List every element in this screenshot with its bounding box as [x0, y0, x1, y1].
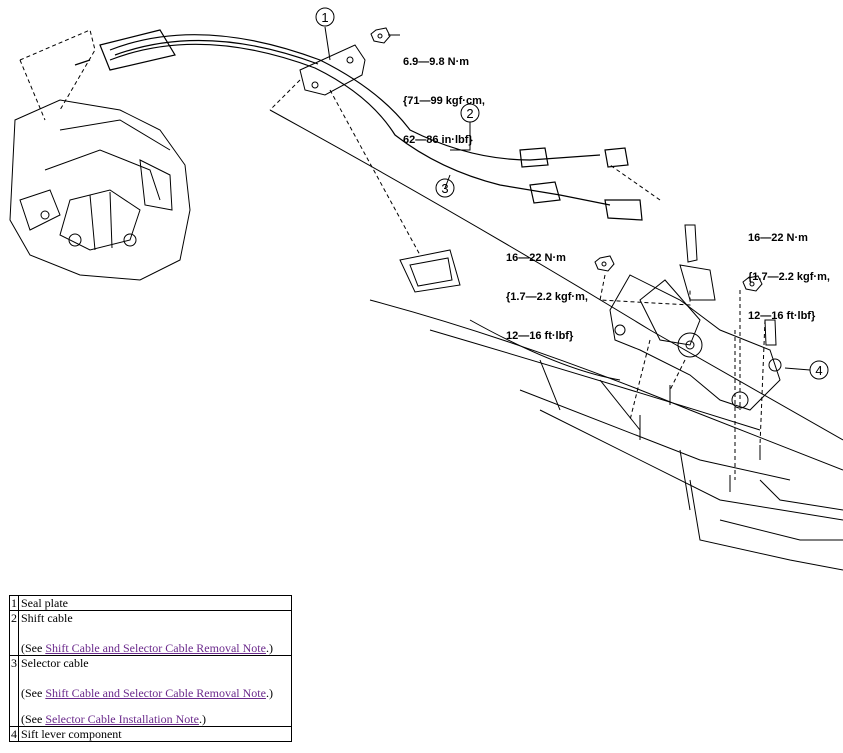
torque-spec-seal-plate: 6.9—9.8 N·m {71—99 kgf·cm, 62—86 in·lbf} — [403, 56, 485, 146]
callout-3: 3 — [441, 181, 448, 196]
floor-tunnel — [269, 109, 843, 571]
part-number: 1 — [9, 595, 19, 611]
cables — [74, 29, 643, 221]
reference-note: (See Shift Cable and Selector Cable Remo… — [21, 686, 273, 700]
part-name: Seal plate — [18, 595, 292, 611]
removal-note-link[interactable]: Shift Cable and Selector Cable Removal N… — [45, 686, 266, 700]
table-row: 4 Sift lever component — [9, 726, 292, 742]
part-number: 2 — [9, 610, 19, 656]
parts-table: 1 Seal plate 2 Shift cable (See Shift Ca… — [9, 595, 292, 742]
torque-spec-right-nut: 16—22 N·m {1.7—2.2 kgf·m, 12—16 ft·lbf} — [748, 232, 830, 322]
table-row: 2 Shift cable (See Shift Cable and Selec… — [9, 610, 292, 656]
nut-icons — [370, 27, 763, 292]
part-name: Shift cable — [21, 611, 73, 625]
callout-1: 1 — [321, 10, 328, 25]
shift-mechanism-diagram: 1 2 3 4 — [9, 7, 843, 571]
table-row: 3 Selector cable (See Shift Cable and Se… — [9, 655, 292, 727]
seal-plate — [299, 44, 366, 96]
callout-4: 4 — [815, 363, 822, 378]
torque-spec-center-nut: 16—22 N·m {1.7—2.2 kgf·m, 12—16 ft·lbf} — [506, 252, 588, 342]
transmission-housing — [9, 99, 191, 281]
leader-lines — [19, 29, 766, 480]
part-name: Selector cable — [21, 656, 89, 670]
part-name: Sift lever component — [18, 726, 292, 742]
removal-note-link[interactable]: Shift Cable and Selector Cable Removal N… — [45, 641, 266, 655]
shift-lever-component — [609, 224, 782, 492]
callout-2: 2 — [466, 106, 473, 121]
table-row: 1 Seal plate — [9, 595, 292, 611]
reference-note: (See Shift Cable and Selector Cable Remo… — [21, 641, 273, 655]
part-number: 4 — [9, 726, 19, 742]
part-number: 3 — [9, 655, 19, 727]
installation-note-link[interactable]: Selector Cable Installation Note — [45, 712, 199, 726]
reference-note: (See Selector Cable Installation Note.) — [21, 712, 206, 726]
